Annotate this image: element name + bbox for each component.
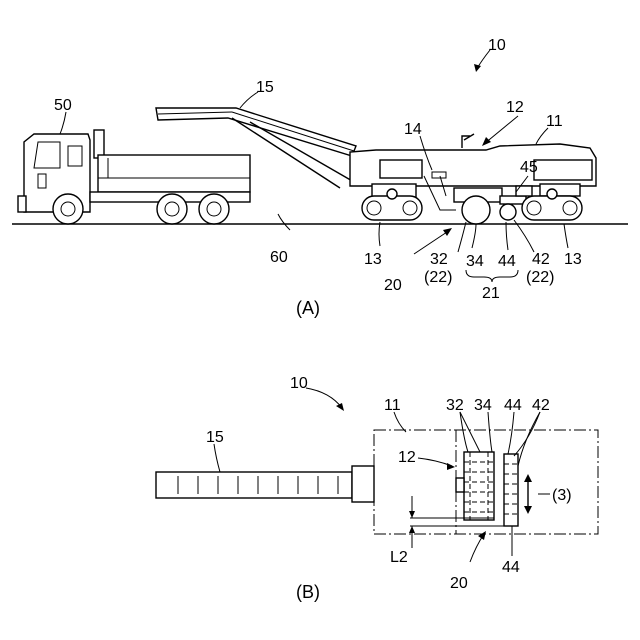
label-machine-10: 10 [488,37,506,54]
label-unit-20-b: 20 [450,575,468,592]
label-group-21: 21 [482,285,500,302]
figure-a: 10 15 50 11 14 12 45 60 13 13 20 32 (22)… [12,37,628,318]
label-conveyor-15-b: 15 [206,429,224,446]
label-machine-10-b: 10 [290,375,308,392]
conveyor-b [156,466,374,502]
label-body-11: 11 [546,113,563,130]
figure-b: 10 11 32 34 44 42 15 12 (3) L2 44 20 (B) [156,375,598,602]
panel-label-b: (B) [296,582,320,602]
label-drum-32: 32 [430,251,448,268]
label-roller-cover-44: 44 [498,253,516,270]
label-conveyor-15: 15 [256,79,274,96]
label-drum-cover-34-b: 34 [474,397,492,414]
dump-truck [18,130,250,224]
label-l2: L2 [390,549,408,566]
label-truck-50: 50 [54,97,72,114]
label-roller-42-b: 42 [532,397,550,414]
label-direction-3: (3) [552,487,572,504]
drum-circle [462,196,490,224]
label-cab-12-b: 12 [398,449,416,466]
label-drum-ref-22: (22) [424,269,452,286]
label-roller-42: 42 [532,251,550,268]
label-body-11-b: 11 [384,397,401,414]
drum-b [456,452,494,520]
label-track-left-13: 13 [364,251,382,268]
label-roller-cover-44-bottom-b: 44 [502,559,520,576]
label-sensor-45: 45 [520,159,538,176]
label-drum-32-b: 32 [446,397,464,414]
label-cab-12: 12 [506,99,524,116]
label-roller-cover-44-top-b: 44 [504,397,522,414]
roller-b [504,454,518,526]
label-track-right-13: 13 [564,251,582,268]
direction-arrow [524,474,550,514]
label-drum-cover-34: 34 [466,253,484,270]
panel-label-a: (A) [296,298,320,318]
label-wall-14: 14 [404,121,422,138]
label-unit-20: 20 [384,277,402,294]
roller-circle [500,204,516,220]
label-road-60: 60 [270,249,288,266]
label-roller-ref-22: (22) [526,269,554,286]
